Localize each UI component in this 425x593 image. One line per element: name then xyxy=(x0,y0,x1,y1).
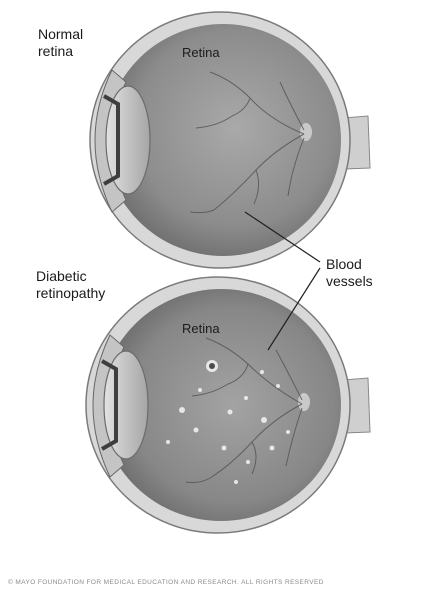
normal-eye xyxy=(90,12,370,268)
label-retina-top: Retina xyxy=(182,44,220,61)
copyright-notice: © MAYO FOUNDATION FOR MEDICAL EDUCATION … xyxy=(8,579,418,587)
label-blood-vessels: Blood vessels xyxy=(326,256,373,290)
label-diabetic-retinopathy: Diabetic retinopathy xyxy=(36,268,105,302)
label-normal-retina: Normal retina xyxy=(38,26,83,60)
diabetic-eye xyxy=(86,277,370,533)
label-retina-bottom: Retina xyxy=(182,320,220,337)
